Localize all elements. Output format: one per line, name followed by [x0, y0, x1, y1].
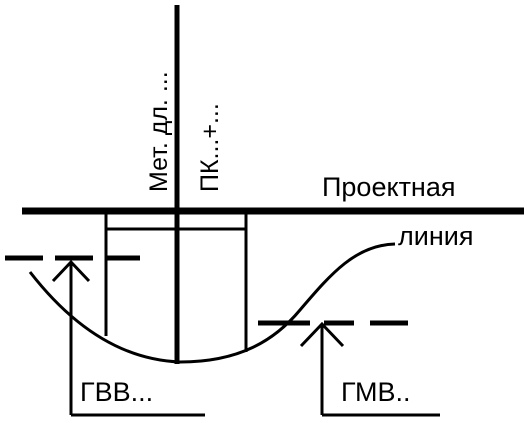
low-water-level-label: ГМВ.. [341, 377, 411, 407]
chainage-mark-label: Мет. дл. ... [145, 71, 173, 192]
design-line-label-bottom: линия [398, 221, 473, 251]
ground-profile-curve [28, 242, 396, 364]
design-line-label-top: Проектная [322, 172, 455, 202]
low-water-level-arrowhead [299, 321, 345, 348]
picket-label: ПК...+... [196, 103, 224, 192]
high-water-level-label: ГВВ... [80, 377, 153, 407]
high-water-level-arrowhead [51, 259, 91, 283]
